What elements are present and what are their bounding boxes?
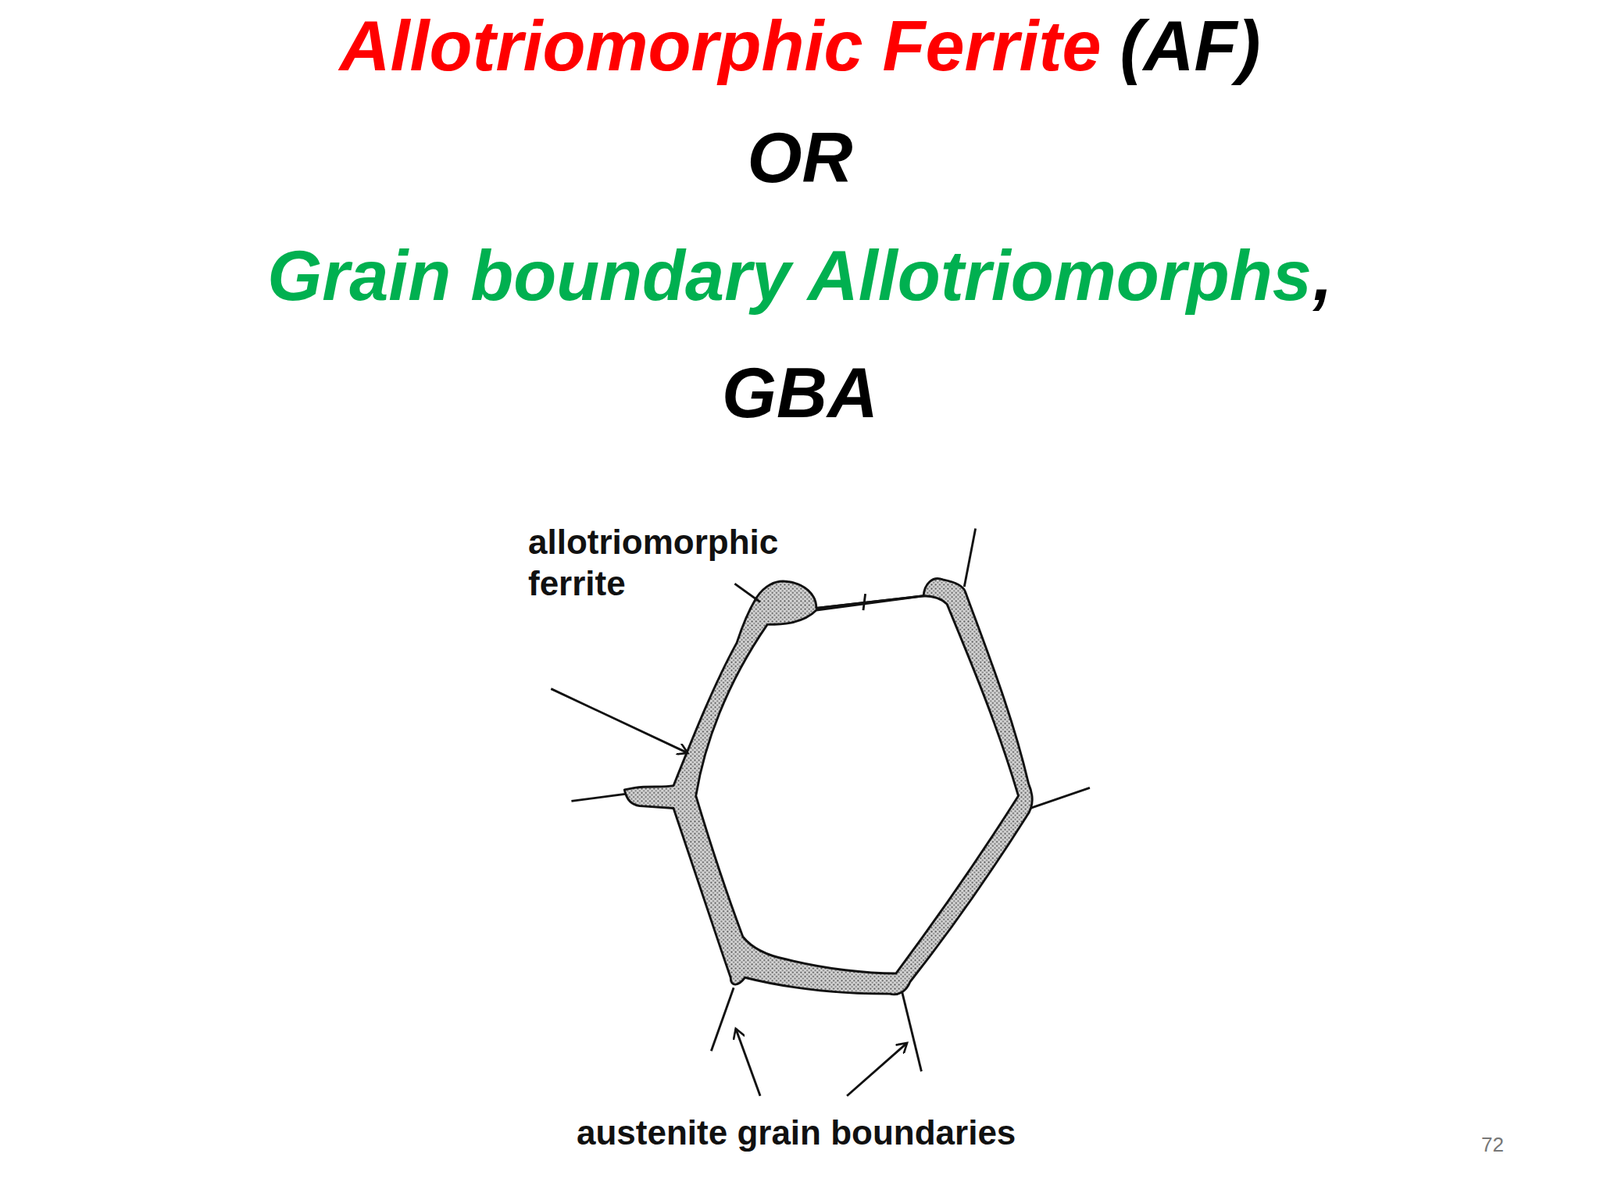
title-line: Grain boundary Allotriomorphs, <box>0 233 1600 318</box>
title-text: , <box>1313 236 1333 315</box>
title-text: OR <box>747 118 854 197</box>
callout-label: austenite grain boundaries <box>576 1112 1016 1154</box>
title-text: GBA <box>721 353 879 433</box>
callout-label: allotriomorphic ferrite <box>528 521 841 605</box>
title-text: (AF) <box>1120 7 1261 86</box>
title-text: Grain boundary Allotriomorphs <box>267 236 1312 315</box>
title-line: Allotriomorphic Ferrite(AF) <box>0 3 1600 89</box>
title-line: OR <box>0 115 1600 200</box>
page-number: 72 <box>1481 1132 1504 1158</box>
title-line: GBA <box>0 350 1600 436</box>
title-text: Allotriomorphic Ferrite <box>339 7 1101 86</box>
